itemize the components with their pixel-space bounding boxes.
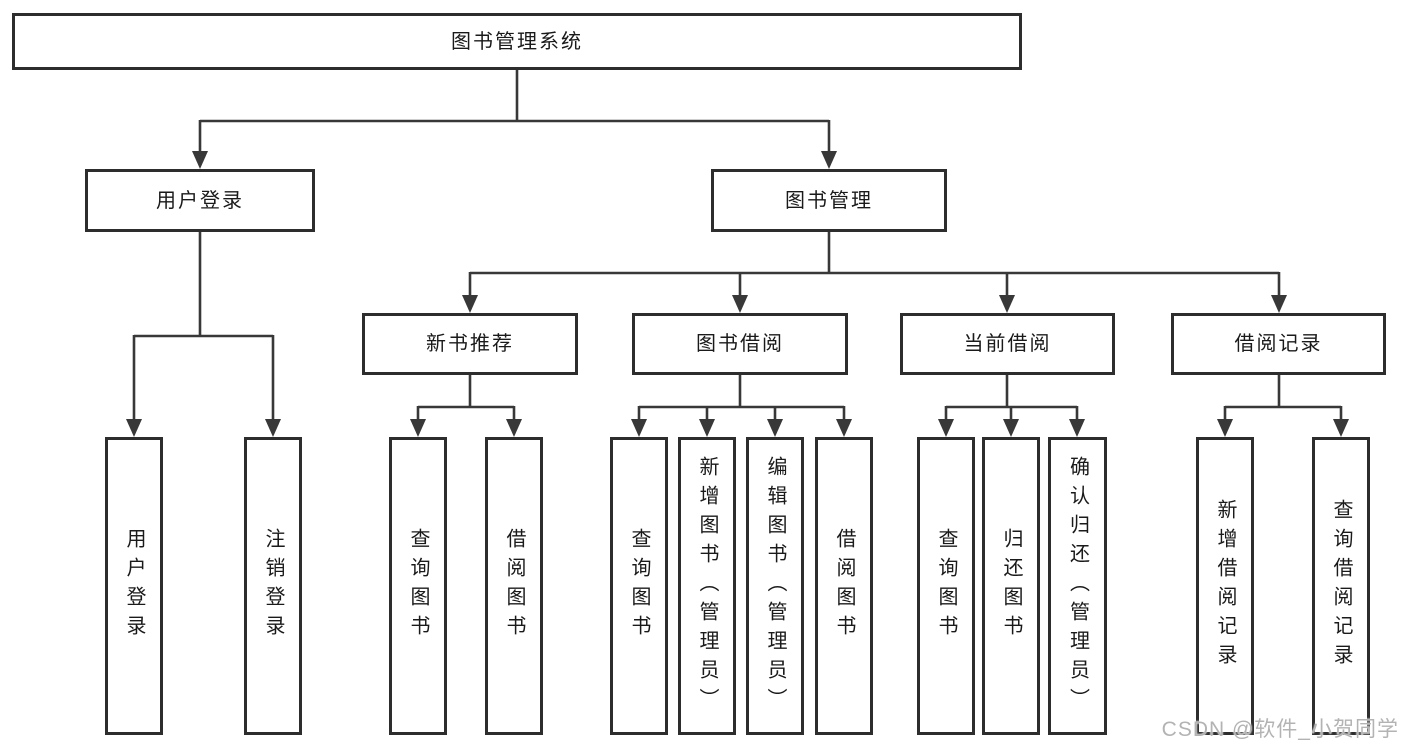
node-leaf-query-borrow-record: 查询借阅记录 — [1312, 437, 1370, 735]
node-label: 图书借阅 — [696, 333, 784, 355]
node-leaf-add-borrow-record: 新增借阅记录 — [1196, 437, 1254, 735]
node-leaf-return-book: 归还图书 — [982, 437, 1040, 735]
node-label: 确认归还（管理员） — [1066, 455, 1089, 717]
node-leaf-query-books-recommend: 查询图书 — [389, 437, 447, 735]
node-leaf-logout: 注销登录 — [244, 437, 302, 735]
node-leaf-user-login: 用户登录 — [105, 437, 163, 735]
node-new-book-recommend: 新书推荐 — [362, 313, 578, 375]
node-label: 新增借阅记录 — [1214, 499, 1236, 673]
node-label: 查询图书 — [628, 528, 650, 644]
node-label: 查询图书 — [935, 528, 957, 644]
node-label: 用户登录 — [123, 528, 145, 644]
node-label: 查询借阅记录 — [1330, 499, 1352, 673]
node-user-login: 用户登录 — [85, 169, 315, 232]
node-label: 新增图书（管理员） — [696, 455, 718, 717]
node-label: 归还图书 — [1000, 528, 1022, 644]
node-current-borrow: 当前借阅 — [900, 313, 1115, 375]
node-label: 编辑图书（管理员） — [764, 455, 786, 717]
node-label: 注销登录 — [262, 528, 284, 644]
node-leaf-add-book-admin: 新增图书（管理员） — [678, 437, 736, 735]
node-label: 图书管理 — [785, 189, 873, 212]
node-label: 图书管理系统 — [451, 30, 583, 53]
node-label: 借阅图书 — [833, 528, 855, 644]
arrowheads — [126, 151, 1349, 437]
node-leaf-query-books-current: 查询图书 — [917, 437, 975, 735]
csdn-watermark: CSDN @软件_小贺同学 — [1161, 718, 1399, 741]
node-leaf-edit-book-admin: 编辑图书（管理员） — [746, 437, 804, 735]
node-book-borrow: 图书借阅 — [632, 313, 848, 375]
node-label: 用户登录 — [156, 189, 244, 212]
node-label: 借阅记录 — [1234, 333, 1323, 355]
node-leaf-borrow-books: 借阅图书 — [815, 437, 873, 735]
node-label: 借阅图书 — [503, 528, 525, 644]
node-leaf-borrow-books-recommend: 借阅图书 — [485, 437, 543, 735]
node-label: 查询图书 — [407, 528, 429, 644]
node-label: 新书推荐 — [426, 333, 514, 355]
node-borrow-records: 借阅记录 — [1171, 313, 1386, 375]
node-leaf-query-books-borrow: 查询图书 — [610, 437, 668, 735]
node-leaf-confirm-return-admin: 确认归还（管理员） — [1048, 437, 1107, 735]
node-book-management: 图书管理 — [711, 169, 947, 232]
node-root: 图书管理系统 — [12, 13, 1022, 70]
node-label: 当前借阅 — [963, 333, 1052, 355]
